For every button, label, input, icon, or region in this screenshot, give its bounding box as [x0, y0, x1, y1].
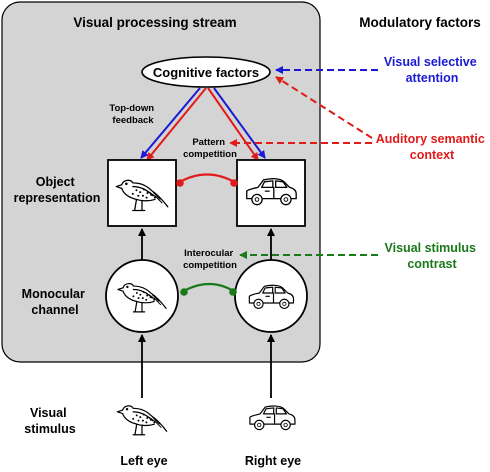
- pattern-competition-label: Pattern competition: [183, 137, 237, 160]
- topdown-red-right: [207, 87, 259, 161]
- topdown-red-left: [146, 87, 207, 161]
- monocular-circle-right: [234, 259, 308, 333]
- stream-title: Visual processing stream: [73, 15, 236, 30]
- interocular-competition-end-left: [180, 288, 188, 296]
- topdown-blue-right: [213, 87, 266, 159]
- topdown-blue-left: [140, 87, 201, 159]
- interocular-competition-label: Interocular competition: [183, 248, 237, 271]
- modulatory-title: Modulatory factors: [359, 15, 481, 30]
- pattern-competition-end-left: [176, 179, 184, 187]
- topdown-label: Top-down feedback: [109, 103, 156, 126]
- pattern-competition-end-right: [230, 179, 238, 187]
- car-icon: [249, 405, 296, 431]
- pattern-competition-link: [177, 173, 237, 184]
- stimulus-row-label: Visual stimulus: [24, 406, 75, 436]
- attention-label: Visual selective attention: [384, 55, 480, 85]
- auditory-link-top: [275, 76, 373, 139]
- bird-icon: [116, 405, 168, 436]
- cognitive-factors-label: Cognitive factors: [153, 65, 259, 80]
- monocular-circle-left: [105, 259, 179, 333]
- interocular-competition-end-right: [229, 288, 237, 296]
- cognitive-factors-node: [141, 56, 271, 88]
- auditory-label: Auditory semantic context: [376, 132, 489, 162]
- left-eye-label: Left eye: [120, 454, 167, 468]
- right-eye-label: Right eye: [245, 454, 301, 468]
- object-box-left: [107, 159, 177, 227]
- object-row-label: Object representation: [14, 175, 101, 205]
- monocular-row-label: Monocular channel: [22, 287, 89, 317]
- object-box-right: [236, 159, 306, 227]
- contrast-label: Visual stimulus contrast: [385, 241, 480, 271]
